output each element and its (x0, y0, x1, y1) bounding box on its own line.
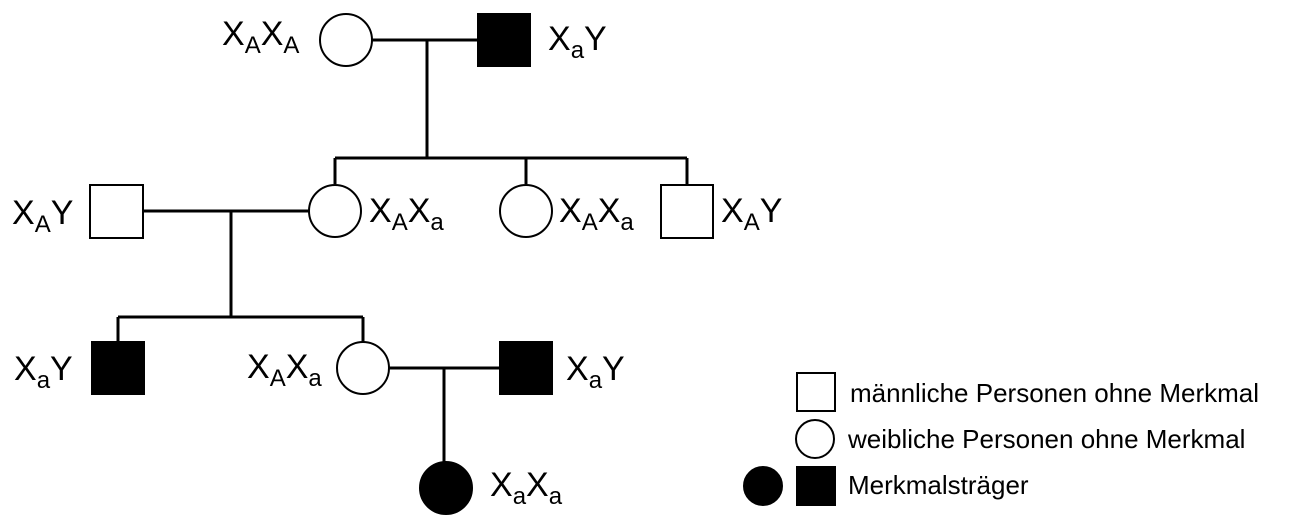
g2-daughter-1-symbol (308, 184, 362, 238)
legend-male-unaffected-label: männliche Personen ohne Merkmal (850, 378, 1259, 408)
g2-husband-symbol (89, 184, 144, 239)
g2-daughter-2-symbol (499, 184, 553, 238)
g4-daughter-symbol (419, 461, 473, 515)
genotype-labels: XAXA XaY XAY XAXa XAXa XAY XaY XAXa XaY … (12, 15, 782, 510)
g2-husband-genotype: XAY (12, 194, 73, 238)
g3-son-genotype: XaY (14, 350, 73, 394)
g3-son-symbol (91, 341, 145, 395)
legend-affected-male-icon (796, 466, 836, 506)
g1-mother-symbol (319, 13, 373, 67)
legend-affected-label: Merkmalsträger (848, 470, 1029, 500)
legend-female-unaffected-icon (795, 419, 835, 459)
g2-son-symbol (660, 184, 714, 239)
g2-daughter-1-genotype: XAXa (369, 192, 444, 236)
g3-daughter-symbol (336, 341, 390, 395)
g4-daughter-genotype: XaXa (490, 466, 563, 510)
g3-daughter-genotype: XAXa (247, 348, 322, 392)
legend-male-unaffected-icon (796, 372, 836, 412)
g2-son-genotype: XAY (721, 192, 782, 236)
legend: männliche Personen ohne Merkmal weiblich… (743, 372, 1259, 506)
legend-female-unaffected-label: weibliche Personen ohne Merkmal (847, 424, 1245, 454)
g1-mother-genotype: XAXA (222, 15, 299, 59)
legend-affected-female-icon (743, 466, 783, 506)
g3-husband-genotype: XaY (566, 350, 625, 394)
g1-father-genotype: XaY (548, 20, 607, 64)
pedigree-lines (116, 38, 689, 462)
g3-husband-symbol (499, 341, 553, 395)
g1-father-symbol (477, 13, 531, 67)
g2-daughter-2-genotype: XAXa (559, 192, 634, 236)
individuals (89, 13, 714, 515)
